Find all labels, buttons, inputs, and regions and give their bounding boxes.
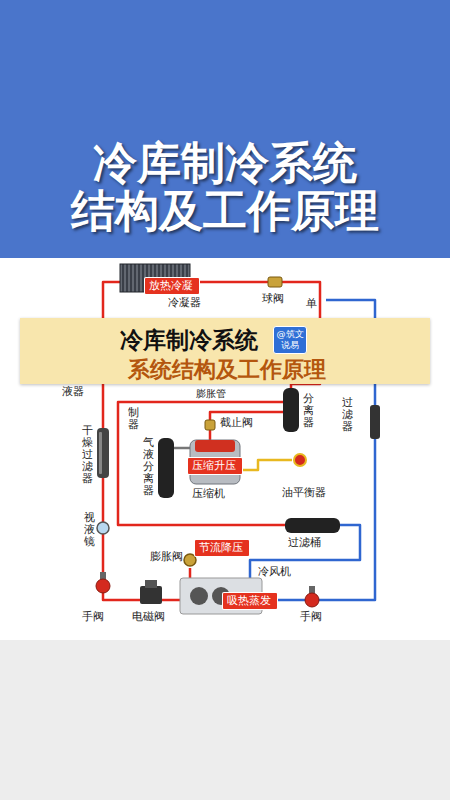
oil-balancer-symbol: [294, 454, 306, 466]
part-label: 单: [306, 298, 317, 310]
part-label: 液器: [62, 386, 84, 399]
process-tag: 节流降压: [195, 540, 249, 556]
compressor-body: [190, 440, 240, 484]
filter-symbol: [370, 405, 380, 439]
footer-band: [0, 640, 450, 800]
hand-valve-symbol: [305, 593, 319, 607]
sight-glass-symbol: [97, 522, 109, 534]
banner-text: 冷库制冷系统: [120, 325, 258, 356]
part-label: 冷风机: [258, 566, 291, 579]
part-label: 手阀: [82, 611, 104, 624]
process-tag: 吸热蒸发: [223, 593, 277, 609]
part-label: 油平衡器: [282, 487, 326, 500]
high-pressure-pipe: [118, 402, 285, 525]
part-label: 截止阀: [220, 417, 253, 430]
part-label: 电磁阀: [132, 611, 165, 624]
banner-text: 系统结构及工作原理: [128, 355, 326, 385]
process-tag: 压缩升压: [188, 458, 242, 474]
part-label: 视液镜: [84, 512, 95, 548]
stop-valve-symbol: [205, 420, 215, 430]
drier-filter-symbol: [97, 428, 109, 478]
part-label: 干燥过滤器: [82, 425, 93, 485]
oil-separator-symbol: [283, 388, 299, 432]
page-title: 冷库制冷系统 结构及工作原理: [0, 139, 450, 235]
node-text: 放热冷凝: [149, 279, 195, 293]
filter-tank-symbol: [285, 518, 340, 533]
part-label: 球阀: [262, 293, 284, 306]
solenoid-coil: [145, 580, 157, 588]
high-pressure-pipe: [210, 412, 283, 442]
evaporator-fan: [190, 587, 208, 605]
oil-pipe: [240, 460, 292, 470]
drier-highlight: [99, 432, 102, 474]
part-label: 膨胀管: [196, 388, 226, 400]
compressor-head: [195, 440, 235, 452]
node-text: 压缩升压: [192, 459, 238, 473]
node-text: 吸热蒸发: [227, 594, 273, 608]
part-label: 手阀: [300, 611, 322, 624]
part-label: 制器: [128, 407, 139, 431]
part-label: 冷凝器: [168, 297, 201, 310]
process-tag: 放热冷凝: [145, 278, 199, 294]
part-label: 气液分离器: [143, 437, 154, 497]
node-text: @筑文 说易: [276, 329, 304, 351]
overlay-banner: @筑文 说易冷库制冷系统系统结构及工作原理: [20, 318, 430, 384]
part-label: 压缩机: [192, 488, 225, 501]
author-badge: @筑文 说易: [273, 326, 307, 354]
part-label: 分离器: [303, 393, 314, 429]
solenoid-valve-symbol: [140, 586, 162, 604]
node-text: 节流降压: [199, 541, 245, 555]
header-band: [0, 0, 450, 258]
ball-valve-symbol: [268, 277, 282, 287]
expansion-valve-symbol: [184, 554, 196, 566]
gas-liquid-separator-symbol: [158, 438, 174, 498]
hand-valve-symbol: [96, 579, 110, 593]
part-label: 过滤桶: [288, 537, 321, 550]
part-label: 膨胀阀: [150, 551, 183, 564]
part-label: 过滤器: [342, 397, 353, 433]
